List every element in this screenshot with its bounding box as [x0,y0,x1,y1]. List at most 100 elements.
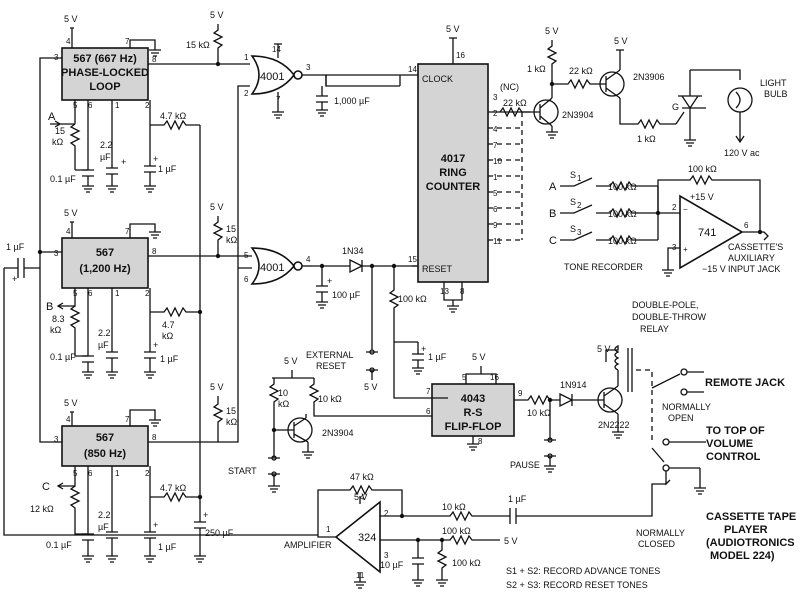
c-pll1-c: 1 µF [158,164,177,174]
q2-label: 2N3906 [633,72,665,82]
svg-text:+: + [153,340,158,350]
tr-b: B [549,208,556,220]
q3-label: 2N3904 [322,428,354,438]
svg-text:14: 14 [272,45,281,54]
tr-r2: 100 kΩ [608,209,637,219]
svg-text:1: 1 [244,53,249,62]
supply-relay: 5 V [597,344,611,354]
pll2-timing: B 8.3 kΩ 0.1 µF 2.2 µF 1 µF + 4.7 kΩ [46,288,200,379]
svg-text:S: S [570,197,576,207]
aux-3: INPUT JACK [728,264,780,274]
svg-text:7: 7 [426,387,431,396]
note-2: S2 + S3: RECORD RESET TONES [506,580,648,590]
nor-gate-2: 4001 564 100 µF + [244,247,361,309]
q4-label: 2N2222 [598,420,630,430]
d2-label: 1N914 [560,380,587,390]
r12k: 12 kΩ [30,504,54,514]
vol-1: TO TOP OF [706,425,765,437]
svg-text:6: 6 [244,275,249,284]
vol-3: CONTROL [706,451,761,463]
c-pll2-a: 0.1 µF [50,352,76,362]
c-amp: 1 µF [508,494,527,504]
svg-text:6: 6 [744,221,749,230]
lamp-2: BULB [764,89,788,99]
svg-text:6: 6 [493,205,498,214]
svg-text:5: 5 [493,189,498,198]
svg-text:−: − [683,205,688,214]
light-driver: 22 kΩ 2N3904 5 V 1 kΩ 22 kΩ 5 V 2N3906 1… [499,26,788,158]
svg-text:+: + [421,344,426,354]
tr-a: A [549,181,557,193]
c-pll2-b-unit: µF [98,340,109,350]
cas-1: CASSETTE TAPE [706,511,796,523]
r1-unit: kΩ [52,137,64,147]
c-pll3-b-unit: µF [98,522,109,532]
svg-text:16: 16 [456,51,465,60]
d1-label: 1N34 [342,246,364,256]
svg-text:9: 9 [493,221,498,230]
svg-text:7: 7 [493,141,498,150]
amp-label: AMPLIFIER [284,540,332,550]
r1k-b: 1 kΩ [637,134,656,144]
tr-r3: 100 kΩ [608,236,637,246]
start-circuit: 5 V 10 kΩ 10 kΩ 2N3904 START [228,356,430,493]
nc-2: CLOSED [638,539,676,549]
c-pll3-c: 1 µF [158,542,177,552]
svg-text:6: 6 [88,289,93,298]
svg-text:4: 4 [493,125,498,134]
svg-text:S: S [570,170,576,180]
relay-2: DOUBLE-THROW [632,312,707,322]
svg-text:7: 7 [125,415,130,424]
amp-ic: 324 [358,532,376,544]
svg-text:4: 4 [66,37,71,46]
svg-text:15: 15 [408,255,417,264]
counter-clock: CLOCK [422,74,453,84]
aux-2: AUXILIARY [728,253,775,263]
svg-text:4: 4 [360,493,365,502]
c-pll1-a: 0.1 µF [50,174,76,184]
supply-counter: 5 V [446,24,460,34]
note-1: S1 + S2: RECORD ADVANCE TONES [506,566,660,576]
tr-c: C [549,235,557,247]
cas-4: MODEL 224) [710,550,775,562]
supply-ext: 5 V [364,382,378,392]
svg-text:3: 3 [577,228,582,237]
supply-q2: 5 V [614,36,628,46]
supply-pll1: 5 V [64,14,78,24]
svg-text:2: 2 [145,469,150,478]
pll2-title: 567 [96,247,114,259]
svg-text:+: + [153,520,158,530]
gate1-label: 4001 [260,71,284,83]
supply-amp: 5 V [354,492,368,502]
pll1-sub2: LOOP [89,81,120,93]
svg-text:2: 2 [493,109,498,118]
ext-reset-2: RESET [316,361,347,371]
amplifier-324: 324 123 411 47 kΩ 5 V AMPLIFIER 10 kΩ 1 … [284,472,536,589]
svg-text:7: 7 [125,37,130,46]
start-label: START [228,466,257,476]
svg-text:1: 1 [115,469,120,478]
svg-text:8: 8 [478,437,483,446]
label-c: C [42,481,50,493]
svg-text:4: 4 [66,415,71,424]
svg-text:+: + [12,274,17,284]
pll1-title: 567 (667 Hz) [73,53,137,65]
counter-l1: RING [439,167,467,179]
aux-1: CASSETTE'S [728,242,783,252]
relay: 5 V DOUBLE-POLE, DOUBLE-THROW RELAY REMO… [536,300,785,549]
cas-3: (AUDIOTRONICS [706,537,795,549]
r22k-1: 22 kΩ [503,98,527,108]
pll3-title: 567 [96,432,114,444]
r100k-amp1: 100 kΩ [442,526,471,536]
no-1: NORMALLY [662,402,711,412]
svg-text:8: 8 [152,247,157,256]
svg-text:8: 8 [152,433,157,442]
svg-text:+: + [203,510,208,520]
r10-b: 10 kΩ [318,394,342,404]
svg-text:9: 9 [518,389,523,398]
c100u: 100 µF [332,290,361,300]
